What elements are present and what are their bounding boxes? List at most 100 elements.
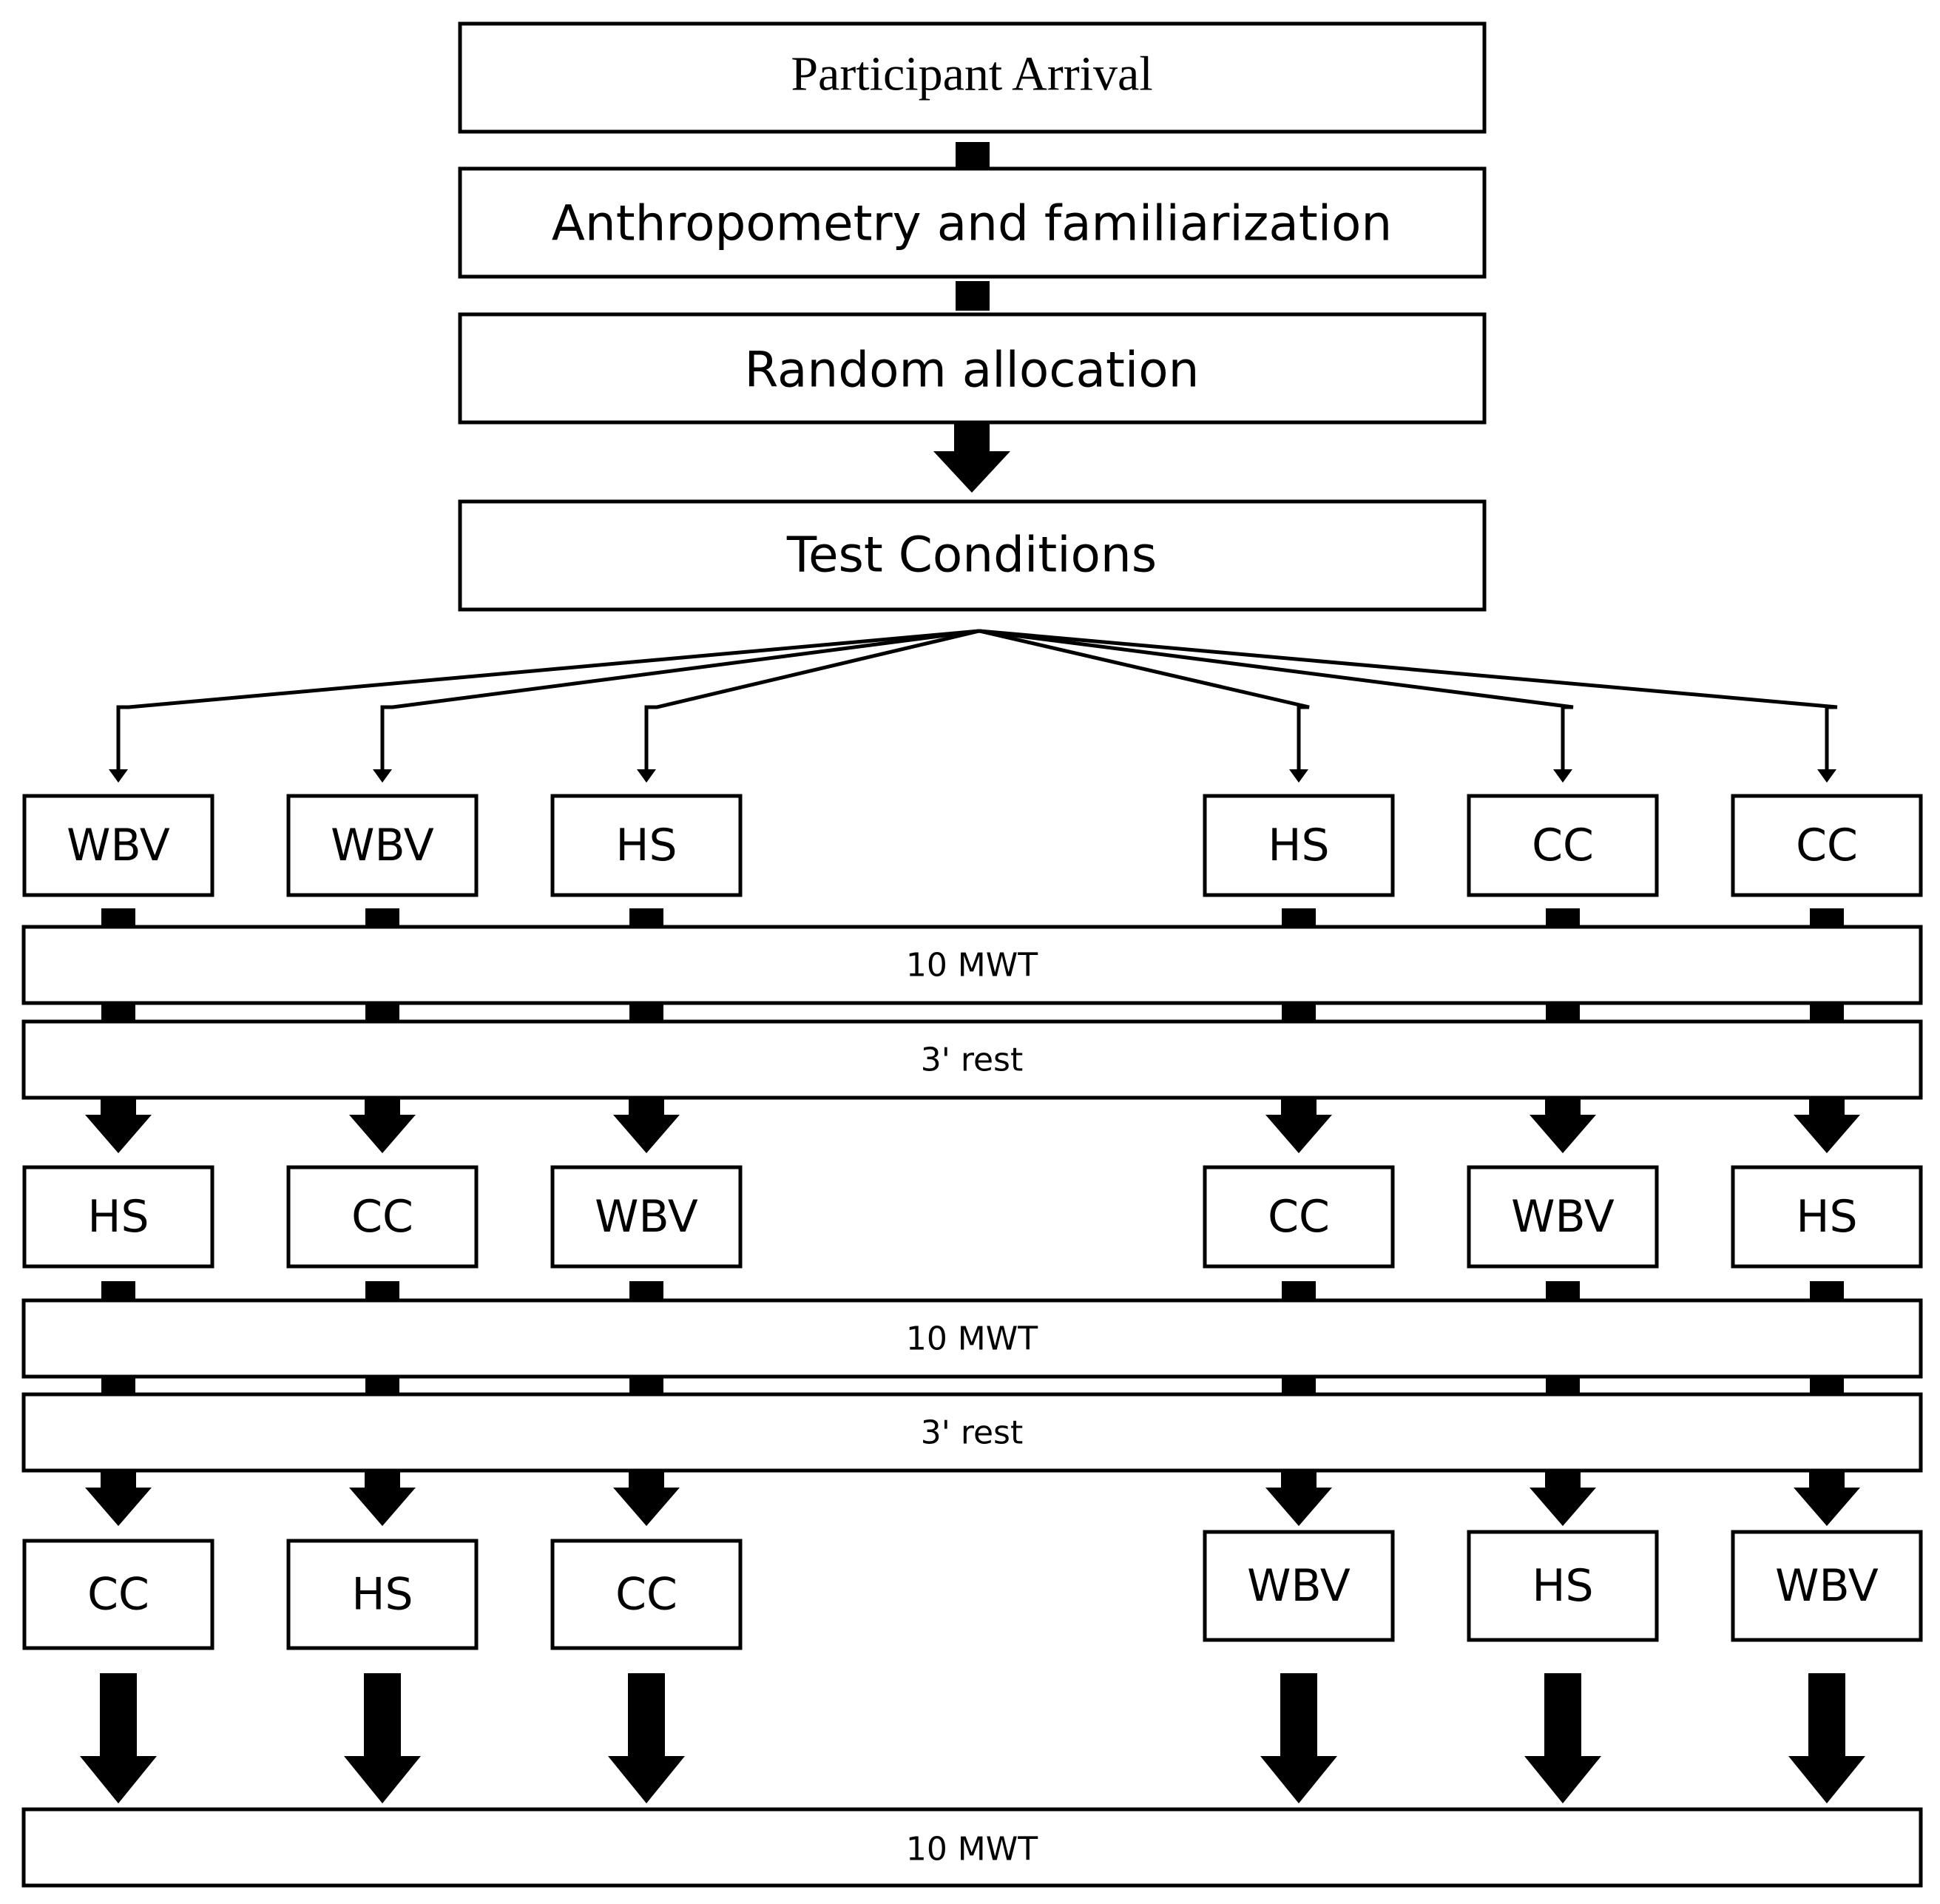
connector-col6-a1 — [1810, 908, 1844, 928]
condition-box-col4-step3: WBV — [1203, 1530, 1395, 1642]
branch-line-6 — [979, 629, 1838, 771]
mwt-bar-1: 10 MWT — [21, 925, 1923, 1005]
connector-col2-b1 — [365, 1281, 399, 1300]
arrow-col2-to-final — [344, 1673, 421, 1803]
branch-line-5 — [979, 629, 1574, 771]
branch-line-1 — [116, 629, 980, 771]
arrow-col4-to-step3 — [1265, 1471, 1332, 1526]
condition-box-col3-step1-label: HS — [615, 820, 677, 871]
branch-arrowhead-3 — [637, 769, 656, 783]
connector-col4-b1 — [1282, 1281, 1316, 1300]
mwt-bar-1-label: 10 MWT — [906, 947, 1038, 985]
connector-arrival-anthropometry — [956, 142, 990, 167]
rest-bar-2-label: 3' rest — [921, 1414, 1023, 1452]
condition-box-col3-step1: HS — [550, 794, 743, 897]
rest-bar-1: 3' rest — [21, 1019, 1923, 1100]
condition-box-col5-step2-label: WBV — [1511, 1191, 1615, 1243]
arrow-col2-to-step3 — [349, 1471, 416, 1526]
connector-col1-b1 — [101, 1281, 135, 1300]
condition-box-col3-step2: WBV — [550, 1165, 743, 1269]
arrow-col6-to-step2 — [1794, 1098, 1860, 1153]
connector-col1-a2 — [101, 1004, 135, 1022]
anthropometry-label: Anthropometry and familiarization — [552, 195, 1393, 252]
condition-box-col6-step3-label: WBV — [1775, 1560, 1879, 1612]
arrow-col6-to-final — [1788, 1673, 1865, 1803]
arrow-col1-to-final — [80, 1673, 157, 1803]
condition-box-col1-step1-label: WBV — [67, 820, 170, 871]
condition-box-col3-step3-label: CC — [615, 1569, 677, 1621]
mwt-bar-2-label: 10 MWT — [906, 1320, 1038, 1358]
mwt-bar-final-label: 10 MWT — [906, 1831, 1038, 1868]
condition-box-col6-step2-label: HS — [1796, 1191, 1857, 1243]
connector-col3-a2 — [629, 1004, 663, 1022]
arrow-col1-to-step2 — [85, 1098, 152, 1153]
condition-box-col2-step1: WBV — [286, 794, 479, 897]
branch-arrowhead-4 — [1289, 769, 1308, 783]
condition-box-col2-step1-label: WBV — [331, 820, 434, 871]
arrow-col5-to-final — [1524, 1673, 1601, 1803]
connector-col1-b2 — [101, 1377, 135, 1394]
condition-box-col5-step3: HS — [1467, 1530, 1659, 1642]
arrow-col3-to-step2 — [613, 1098, 680, 1153]
connector-col4-a1 — [1282, 908, 1316, 928]
condition-box-col6-step1-label: CC — [1796, 820, 1858, 871]
condition-box-col5-step2: WBV — [1467, 1165, 1659, 1269]
condition-box-col1-step3: CC — [22, 1539, 214, 1650]
connector-col6-a2 — [1810, 1004, 1844, 1022]
branch-lines — [109, 629, 1838, 783]
condition-box-col4-step3-label: WBV — [1247, 1560, 1351, 1612]
connector-col5-a1 — [1546, 908, 1580, 928]
connector-col5-a2 — [1546, 1004, 1580, 1022]
random-allocation-box: Random allocation — [458, 312, 1487, 425]
arrow-col4-to-final — [1260, 1673, 1337, 1803]
connector-col1-a1 — [101, 908, 135, 928]
arrow-col3-to-final — [608, 1673, 685, 1803]
branch-arrowhead-2 — [373, 769, 392, 783]
arrow-col5-to-step3 — [1530, 1471, 1596, 1526]
condition-box-col4-step2: CC — [1203, 1165, 1395, 1269]
condition-box-col2-step2: CC — [286, 1165, 479, 1269]
condition-box-col4-step1: HS — [1203, 794, 1395, 897]
connector-col4-b2 — [1282, 1377, 1316, 1394]
mwt-bar-2: 10 MWT — [21, 1298, 1923, 1379]
arrow-allocation-to-conditions — [933, 423, 1010, 493]
connector-col3-b1 — [629, 1281, 663, 1300]
connector-col6-b1 — [1810, 1281, 1844, 1300]
branch-line-2 — [380, 629, 980, 771]
condition-box-col1-step2-label: HS — [87, 1191, 149, 1243]
random-allocation-label: Random allocation — [745, 342, 1200, 399]
connector-anthropometry-allocation — [956, 281, 990, 311]
participant-arrival-label: Participant Arrival — [791, 47, 1152, 101]
connector-col3-a1 — [629, 908, 663, 928]
condition-box-col4-step1-label: HS — [1268, 820, 1329, 871]
condition-box-col6-step2: HS — [1731, 1165, 1923, 1269]
arrow-col6-to-step3 — [1794, 1471, 1860, 1526]
condition-box-col5-step3-label: HS — [1532, 1560, 1593, 1612]
branch-line-3 — [644, 629, 980, 771]
arrow-col2-to-step2 — [349, 1098, 416, 1153]
connector-col6-b2 — [1810, 1377, 1844, 1394]
test-conditions-label: Test Conditions — [786, 527, 1157, 584]
connector-col2-a2 — [365, 1004, 399, 1022]
condition-box-col6-step3: WBV — [1731, 1530, 1923, 1642]
condition-box-col6-step1: CC — [1731, 794, 1923, 897]
branch-arrowhead-5 — [1553, 769, 1572, 783]
connector-col2-a1 — [365, 908, 399, 928]
connector-col5-b1 — [1546, 1281, 1580, 1300]
condition-box-col5-step1: CC — [1467, 794, 1659, 897]
branch-arrowhead-6 — [1817, 769, 1836, 783]
connector-col4-a2 — [1282, 1004, 1316, 1022]
branch-arrowhead-1 — [109, 769, 128, 783]
condition-box-col2-step3-label: HS — [351, 1569, 413, 1621]
condition-box-col2-step3: HS — [286, 1539, 479, 1650]
connector-col2-b2 — [365, 1377, 399, 1394]
test-conditions-box: Test Conditions — [458, 499, 1487, 612]
branch-line-4 — [979, 629, 1310, 771]
anthropometry-box: Anthropometry and familiarization — [458, 166, 1487, 279]
condition-box-col5-step1-label: CC — [1532, 820, 1594, 871]
arrow-col3-to-step3 — [613, 1471, 680, 1526]
condition-box-col1-step1: WBV — [22, 794, 214, 897]
rest-bar-2: 3' rest — [21, 1392, 1923, 1473]
